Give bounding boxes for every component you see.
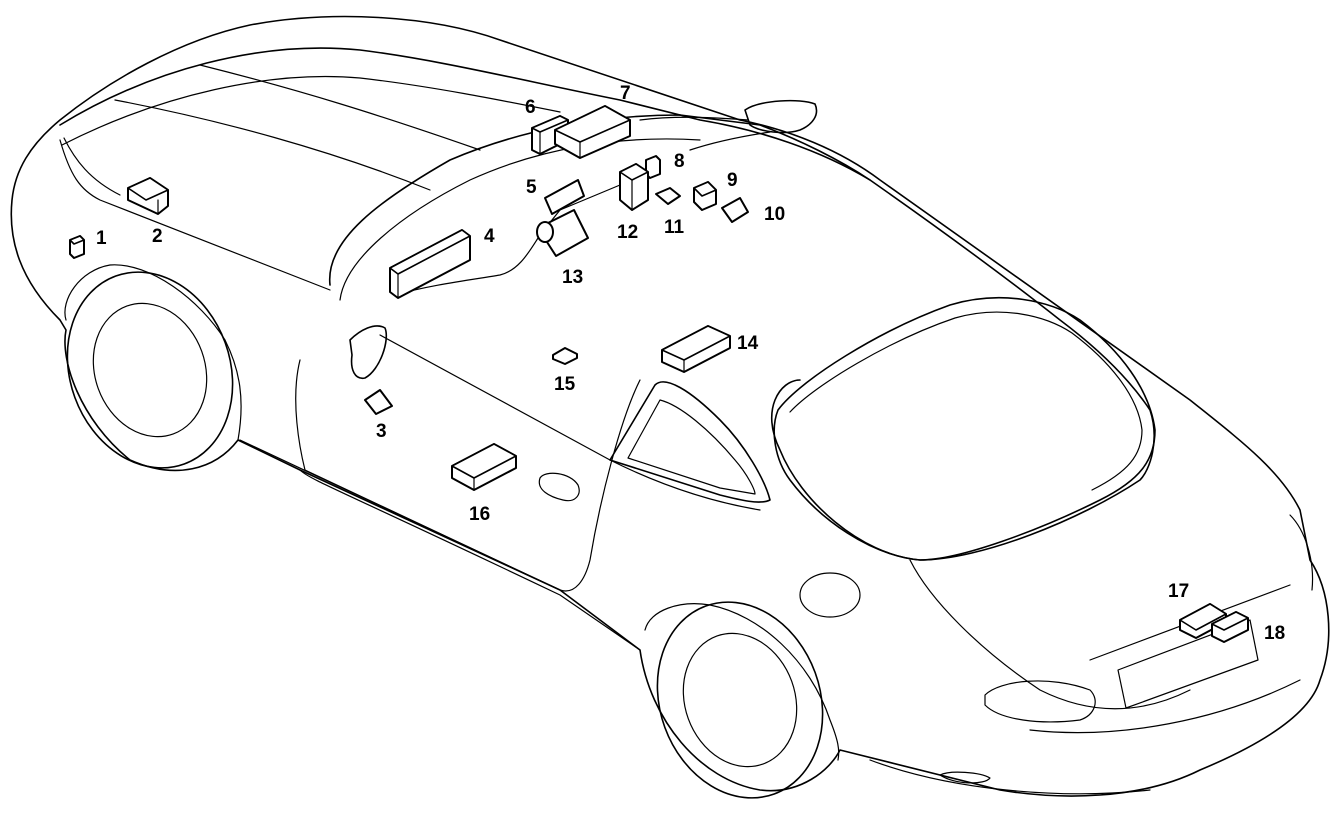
component-5[interactable] <box>544 179 585 215</box>
roof-panel-line-2 <box>199 64 481 151</box>
roof-outer-line <box>59 47 871 181</box>
callout-6: 6 <box>525 97 536 118</box>
corner-right <box>1289 514 1314 591</box>
rear-wheel-arch <box>64 264 242 441</box>
components <box>69 105 1249 643</box>
component-10[interactable] <box>721 197 749 223</box>
rear-window-edge <box>59 139 331 291</box>
quarter-window-inner <box>627 399 756 495</box>
wiring-harness <box>394 184 621 296</box>
spoiler-line <box>639 116 749 121</box>
component-16[interactable] <box>451 443 517 491</box>
bumper-line <box>1029 679 1301 734</box>
rocker-line <box>299 469 641 651</box>
component-1[interactable] <box>69 235 85 259</box>
headlight-left <box>984 680 1096 723</box>
component-3[interactable] <box>364 389 393 415</box>
component-13[interactable] <box>536 209 589 257</box>
fog-light <box>939 771 991 784</box>
car-silhouette <box>10 15 1330 797</box>
windshield-inner <box>339 138 701 301</box>
component-15[interactable] <box>552 347 578 365</box>
callout-18: 18 <box>1264 623 1285 644</box>
callout-4: 4 <box>484 226 495 247</box>
door-handle <box>538 472 580 502</box>
component-9[interactable] <box>693 181 717 211</box>
callout-10: 10 <box>764 204 785 225</box>
callout-5: 5 <box>526 177 537 198</box>
hood-front-edge <box>909 559 1191 710</box>
callout-7: 7 <box>620 83 631 104</box>
component-4[interactable] <box>389 229 471 299</box>
rear-wheel-outer <box>66 271 234 469</box>
callout-2: 2 <box>152 226 163 247</box>
callout-11: 11 <box>664 217 685 238</box>
callout-12: 12 <box>617 222 638 243</box>
callout-14: 14 <box>737 333 759 354</box>
front-lip <box>869 759 1151 795</box>
callout-1: 1 <box>96 228 107 249</box>
callout-13: 13 <box>562 267 583 288</box>
spoiler-line-2 <box>689 131 771 151</box>
roof-inner-line <box>61 75 561 146</box>
component-2[interactable] <box>127 177 169 215</box>
side-mirror <box>349 325 387 379</box>
rear-pillar-line <box>63 137 121 196</box>
callout-17: 17 <box>1168 581 1189 602</box>
car-body <box>10 15 1330 799</box>
component-14[interactable] <box>661 325 731 373</box>
component-12[interactable] <box>619 163 649 211</box>
quarter-window <box>609 381 771 503</box>
front-wheel-arch <box>644 603 840 761</box>
callout-15: 15 <box>554 374 576 395</box>
beltline <box>379 334 761 511</box>
front-glass-panel <box>773 296 1156 561</box>
rear-spoiler <box>744 99 818 134</box>
callouts: 1 2 3 4 5 6 7 8 9 10 11 12 13 14 15 16 1… <box>96 83 1285 644</box>
front-wheel-inner <box>682 632 798 768</box>
component-11[interactable] <box>655 187 681 205</box>
license-plate <box>1117 619 1259 709</box>
front-wheel-outer <box>656 601 824 799</box>
callout-9: 9 <box>727 170 738 191</box>
callout-16: 16 <box>469 504 490 525</box>
component-7[interactable] <box>554 105 631 159</box>
door-outline <box>295 359 641 592</box>
rear-wheel-inner <box>92 302 208 438</box>
callout-8: 8 <box>674 151 685 172</box>
roof-panel-line-1 <box>114 99 431 191</box>
side-marker <box>799 572 861 618</box>
front-glass-inner <box>789 311 1143 491</box>
callout-3: 3 <box>376 421 387 442</box>
component-18[interactable] <box>1211 611 1249 643</box>
